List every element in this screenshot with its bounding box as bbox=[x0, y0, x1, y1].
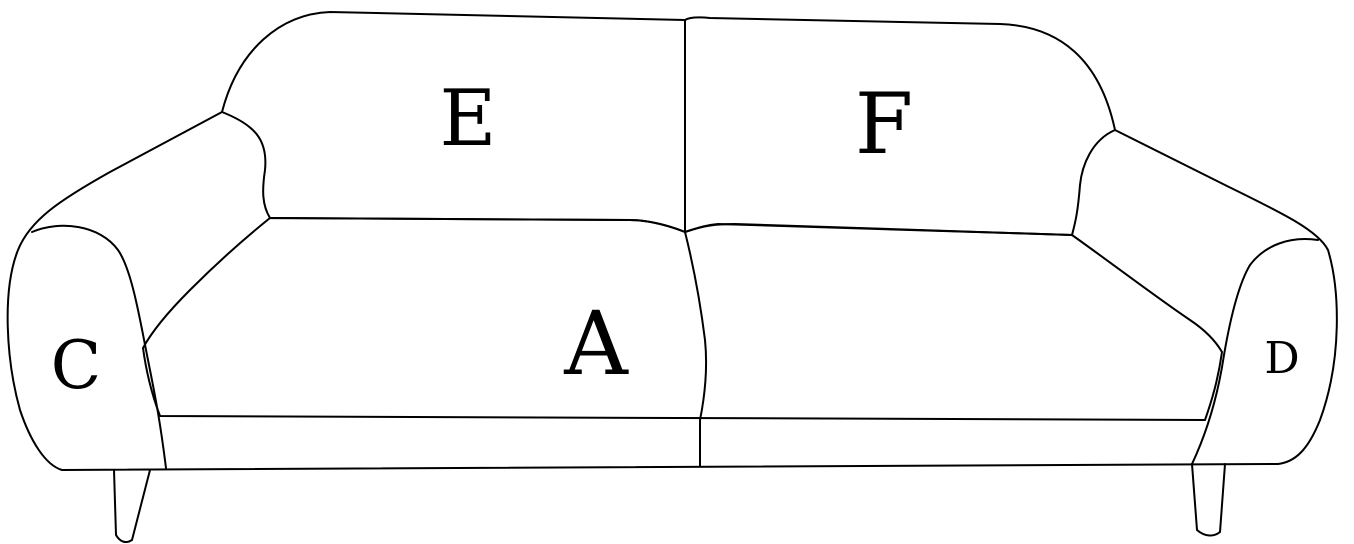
label-arm-left: C bbox=[51, 327, 102, 404]
seat-split-line bbox=[685, 232, 706, 466]
label-arm-right: D bbox=[1264, 333, 1299, 384]
front-rail-bottom bbox=[62, 464, 1278, 470]
label-seat-left: A bbox=[563, 292, 629, 395]
leg-left bbox=[114, 470, 150, 542]
leg-right bbox=[1192, 464, 1225, 536]
seat-cushion bbox=[143, 218, 1222, 420]
label-back-left: E bbox=[440, 74, 497, 164]
arm-right-outer bbox=[1115, 130, 1337, 464]
label-back-right: F bbox=[855, 75, 913, 173]
